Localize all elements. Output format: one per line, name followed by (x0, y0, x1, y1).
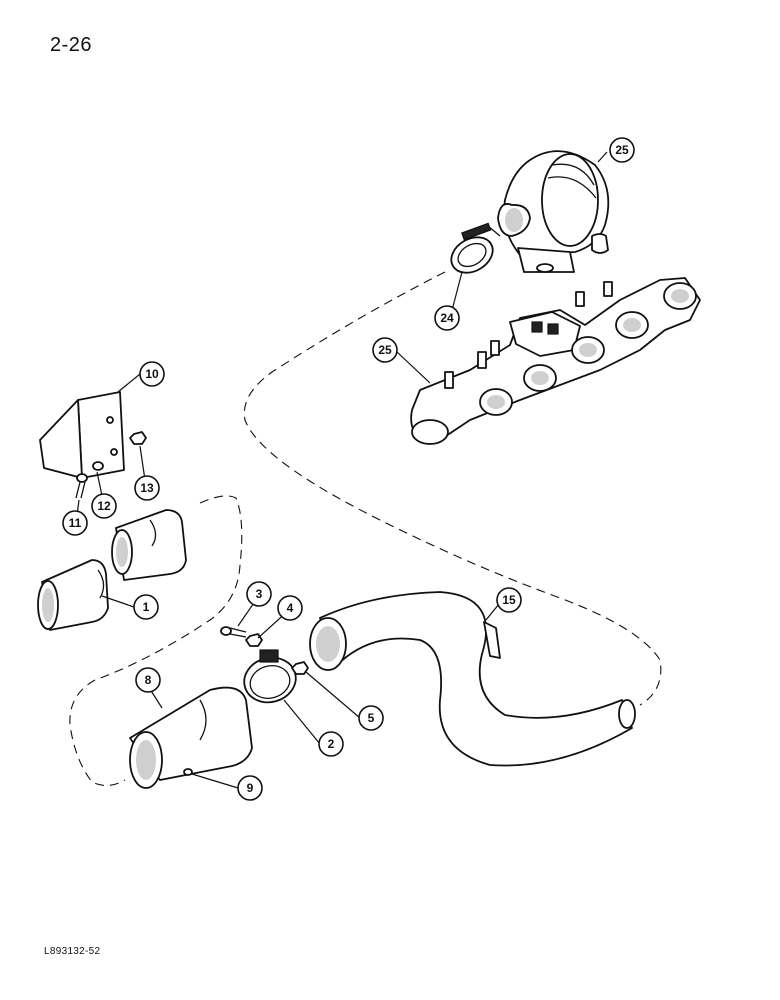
bolt-11-part (75, 473, 88, 499)
callout-25-label: 25 (378, 343, 392, 357)
callout-10-label: 10 (145, 367, 159, 381)
callout-1-label: 1 (143, 600, 150, 614)
band-clamp-part (243, 649, 297, 704)
callout-9: 9 (237, 775, 263, 801)
callout-15: 15 (496, 587, 522, 613)
exhaust-manifold-part (410, 277, 701, 445)
callout-2-label: 2 (328, 737, 335, 751)
screw-9-part (183, 768, 193, 776)
callout-24-label: 25 (615, 143, 629, 157)
callout-12-label: 12 (97, 499, 111, 513)
bolt-3-part (220, 626, 247, 638)
callout-24: 25 (609, 137, 635, 163)
assembly-line-manifold-to-pipe (243, 271, 662, 706)
callout-8-label: 8 (145, 673, 152, 687)
callout-4: 4 (277, 595, 303, 621)
callout-16-label: 24 (440, 311, 454, 325)
assembly-line-pipes-to-shield (69, 495, 243, 787)
callout-16: 24 (434, 305, 460, 331)
callout-8: 8 (135, 667, 161, 693)
v-band-clamp-part (450, 222, 501, 274)
nut-5-part (291, 661, 309, 675)
exhaust-elbow-pipe-part (309, 591, 636, 767)
callout-3-label: 3 (256, 587, 263, 601)
callout-10: 10 (139, 361, 165, 387)
callout-13-label: 13 (140, 481, 154, 495)
callout-5-label: 5 (368, 711, 375, 725)
callout-13: 13 (134, 475, 160, 501)
exhaust-pipe-part (37, 509, 187, 631)
page-number: 2-26 (50, 34, 93, 56)
callout-25: 25 (372, 337, 398, 363)
callout-1: 1 (133, 594, 159, 620)
callout-3: 3 (246, 581, 272, 607)
callout-15-label: 15 (502, 593, 516, 607)
mounting-bracket-part (39, 391, 125, 479)
nut-13-part (129, 431, 147, 445)
callout-11-label: 11 (69, 516, 82, 530)
callout-11: 11 (62, 510, 88, 536)
callout-5: 5 (358, 705, 384, 731)
washer-12-part (92, 461, 104, 471)
nut-4-part (245, 633, 263, 647)
figure-id: L893132-52 (44, 946, 101, 957)
callout-2: 2 (318, 731, 344, 757)
callout-12: 12 (91, 493, 117, 519)
callout-9-label: 9 (247, 781, 254, 795)
callout-4-label: 4 (287, 601, 294, 615)
heat-shield-part (129, 686, 253, 789)
turbocharger-part (497, 150, 610, 273)
